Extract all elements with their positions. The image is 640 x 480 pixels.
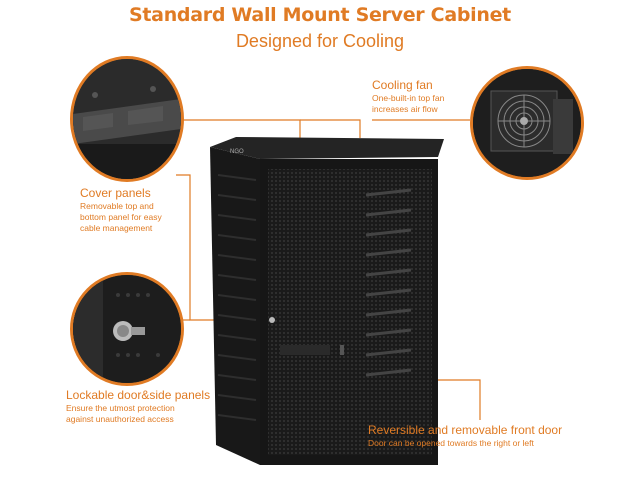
cover-panels-desc: Removable top and bottom panel for easy … — [80, 201, 162, 233]
cooling-fan-title: Cooling fan — [372, 78, 433, 92]
cooling-fan-closeup-image — [470, 66, 584, 180]
front-door-title: Reversible and removable front door — [368, 423, 563, 437]
cooling-fan-desc: One-built-in top fan increases air flow — [372, 93, 445, 114]
lockable-callout: Lockable door&side panels Ensure the utm… — [66, 388, 210, 425]
cover-panels-callout: Cover panels Removable top and bottom pa… — [80, 186, 162, 234]
cabinet-brand-label: NGO — [230, 149, 244, 155]
page-subtitle: Designed for Cooling — [235, 31, 405, 51]
lockable-desc: Ensure the utmost protection against una… — [66, 403, 175, 424]
front-door-callout: Reversible and removable front door Door… — [368, 423, 562, 449]
cover-panels-closeup-image — [70, 56, 184, 182]
lockable-title: Lockable door&side panels — [66, 388, 211, 402]
cooling-fan-callout: Cooling fan One-built-in top fan increas… — [372, 78, 444, 115]
page-title: Standard Wall Mount Server Cabinet — [129, 4, 511, 26]
front-door-desc: Door can be opened towards the right or … — [368, 438, 534, 448]
door-lock-closeup-image — [70, 272, 184, 386]
cover-panels-title: Cover panels — [80, 186, 151, 200]
server-cabinet-image: NGO — [210, 137, 444, 465]
